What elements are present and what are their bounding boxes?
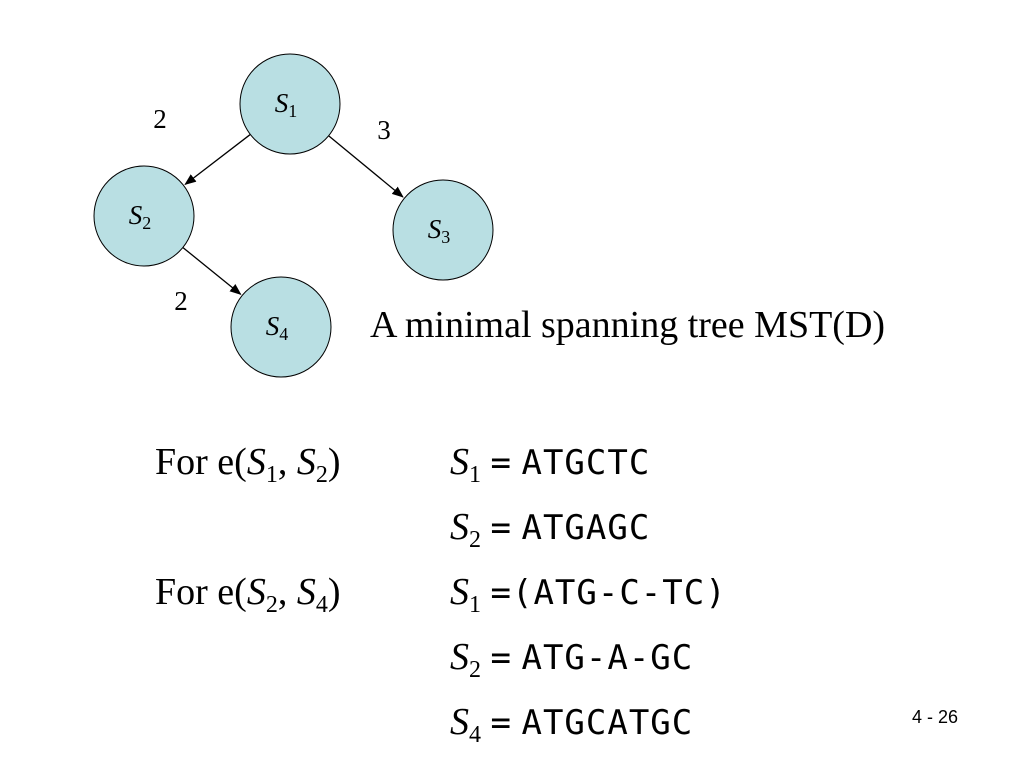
- label-node-name: S: [246, 441, 266, 483]
- diagram-caption: A minimal spanning tree MST(D): [370, 304, 886, 346]
- equals-sign: =: [490, 443, 512, 483]
- edge-s2-s4: [182, 246, 242, 296]
- label-prefix: For e(: [155, 441, 247, 483]
- node-circle: [93, 165, 195, 267]
- sequence-row: S1 =(ATG-C-TC): [450, 570, 727, 619]
- label-node-name: S: [296, 441, 316, 483]
- sequence-sub: 2: [469, 527, 481, 553]
- label-separator: ,: [277, 571, 288, 613]
- sequence-value: ATGAGC: [521, 508, 651, 548]
- edge-s1-s2: [184, 133, 251, 186]
- equals-sign: =: [490, 573, 512, 613]
- equals-sign: =: [490, 508, 512, 548]
- sequence-sub: 2: [469, 657, 481, 683]
- node-s4: S4: [230, 276, 332, 378]
- sequence-sub: 1: [469, 462, 481, 488]
- label-node-name: S: [296, 571, 316, 613]
- sequence-name: S: [450, 441, 469, 483]
- sequence-row: S2 = ATG-A-GC: [450, 635, 693, 684]
- sequence-value: (ATG-C-TC): [511, 573, 727, 613]
- node-s3: S3: [392, 179, 494, 281]
- node-circle: [230, 276, 332, 378]
- sequence-sub: 4: [469, 722, 481, 748]
- edge-weight: 3: [377, 115, 391, 145]
- label-suffix: ): [327, 441, 341, 483]
- node-label: S2: [129, 200, 152, 233]
- sequence-value: ATGCATGC: [521, 703, 694, 743]
- label-node-sub: 4: [315, 592, 328, 618]
- label-separator: ,: [277, 441, 288, 483]
- sequence-name: S: [450, 636, 469, 678]
- sequence-name: S: [450, 701, 469, 743]
- sequence-name: S: [450, 571, 469, 613]
- sequence-name: S: [450, 506, 469, 548]
- equals-sign: =: [490, 638, 512, 678]
- sequence-row: S2 = ATGAGC: [450, 505, 650, 554]
- node-circle: [392, 179, 494, 281]
- sequence-sub: 1: [469, 592, 481, 618]
- label-suffix: ): [327, 571, 341, 613]
- edge-weight: 2: [174, 286, 188, 316]
- node-s2: S2: [93, 165, 195, 267]
- sequence-value: ATG-A-GC: [521, 638, 694, 678]
- node-label: S1: [275, 88, 298, 121]
- label-node-sub: 2: [265, 592, 278, 618]
- edge-s1-s3: [328, 135, 404, 198]
- edge-label-s2-s4: For e(S2, S4): [155, 570, 340, 619]
- node-label: S3: [428, 214, 451, 247]
- sequence-value: ATGCTC: [521, 443, 651, 483]
- edge-weight: 2: [153, 104, 167, 134]
- node-label: S4: [266, 311, 289, 344]
- node-circle: [239, 53, 341, 155]
- label-node-sub: 2: [315, 462, 328, 488]
- label-prefix: For e(: [155, 571, 247, 613]
- label-node-sub: 1: [265, 462, 278, 488]
- label-node-name: S: [246, 571, 266, 613]
- sequence-row: S1 = ATGCTC: [450, 440, 650, 489]
- node-s1: S1: [239, 53, 341, 155]
- edge-label-s1-s2: For e(S1, S2): [155, 440, 340, 489]
- sequence-row: S4 = ATGCATGC: [450, 700, 693, 749]
- equals-sign: =: [490, 703, 512, 743]
- slide-number: 4 - 26: [912, 707, 959, 727]
